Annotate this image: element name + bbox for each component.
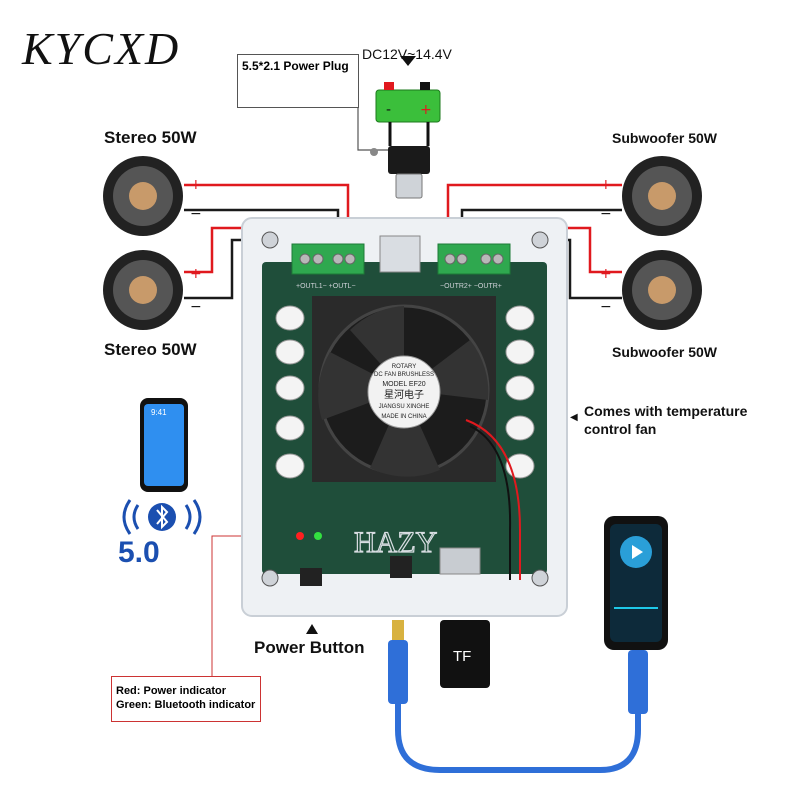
voltage-label: DC12V~14.4V [362, 46, 452, 62]
dc-jack [379, 235, 421, 273]
polarity-signs: + − + − + − + − [190, 177, 612, 315]
battery-plus: + [420, 102, 432, 118]
fan-note-line-1: Comes with temperature [584, 403, 748, 419]
aux-cable-icon [388, 620, 648, 773]
fan-line-4: 星河电子 [384, 388, 424, 401]
subwoofer-top-label: Subwoofer 50W [612, 130, 718, 146]
power-button-switch [300, 568, 322, 586]
screws [261, 231, 549, 587]
fan-note-arrow-icon: ◀ [570, 412, 578, 423]
out-right-label: −OUTR2+ −OUTR+ [440, 283, 502, 290]
plug-lead-dot [370, 148, 378, 156]
fan-note-line-2: control fan [584, 421, 657, 437]
sign-rt-minus: − [600, 206, 612, 222]
power-plug-callout: 5.5*2.1 Power Plug [237, 54, 359, 108]
sign-rt-plus: + [600, 177, 612, 193]
bluetooth-version: 5.0 [118, 536, 160, 569]
dc-plug-icon [388, 122, 430, 199]
sign-lt-plus: + [190, 177, 202, 193]
phone-time: 9:41 [151, 408, 167, 417]
stereo-bottom-label: Stereo 50W [104, 340, 197, 359]
tf-card-label: TF [453, 648, 472, 665]
fan-line-2: DC FAN BRUSHLESS [374, 372, 434, 378]
power-plug-label: 5.5*2.1 Power Plug [242, 59, 349, 73]
power-button-arrow-icon [306, 624, 318, 634]
board-logo: HAZY [354, 526, 437, 559]
speakers [103, 156, 702, 330]
fan-line-3: MODEL EF20 [382, 381, 425, 388]
fan-line-6: MADE IN CHINA [381, 414, 426, 420]
indicator-red-label: Red: Power indicator [116, 685, 227, 697]
subwoofer-bottom-label: Subwoofer 50W [612, 344, 718, 360]
battery-minus: - [386, 102, 391, 118]
speaker-left-top [103, 156, 183, 236]
smartphone-icon [140, 398, 188, 492]
indicator-callout: Red: Power indicator Green: Bluetooth in… [111, 676, 261, 722]
led-green [314, 532, 322, 540]
speaker-right-top [622, 156, 702, 236]
brand-logo: KYCXD [22, 23, 181, 74]
sign-lb-plus: + [190, 266, 202, 282]
fan-line-1: ROTARY [392, 364, 416, 370]
capacitors [275, 305, 535, 479]
sign-lb-minus: − [190, 299, 202, 315]
sign-lt-minus: − [190, 206, 202, 222]
music-player-phone-icon [604, 516, 668, 650]
speaker-left-bottom [103, 250, 183, 330]
indicator-green-label: Green: Bluetooth indicator [116, 699, 256, 711]
led-red [296, 532, 304, 540]
out-left-label: +OUTL1− +OUTL− [296, 283, 356, 290]
sign-rb-minus: − [600, 299, 612, 315]
amplifier-case [241, 217, 568, 617]
battery-icon [375, 56, 441, 123]
bluetooth-icon [122, 499, 202, 535]
fan-line-5: JIANGSU XINGHE [379, 404, 430, 410]
tf-slot [439, 547, 481, 575]
tf-card-icon: TF [440, 620, 490, 688]
speaker-right-bottom [622, 250, 702, 330]
sign-rb-plus: + [600, 266, 612, 282]
stereo-top-label: Stereo 50W [104, 128, 197, 147]
aux-jack [390, 556, 412, 578]
power-button-label: Power Button [254, 638, 365, 657]
